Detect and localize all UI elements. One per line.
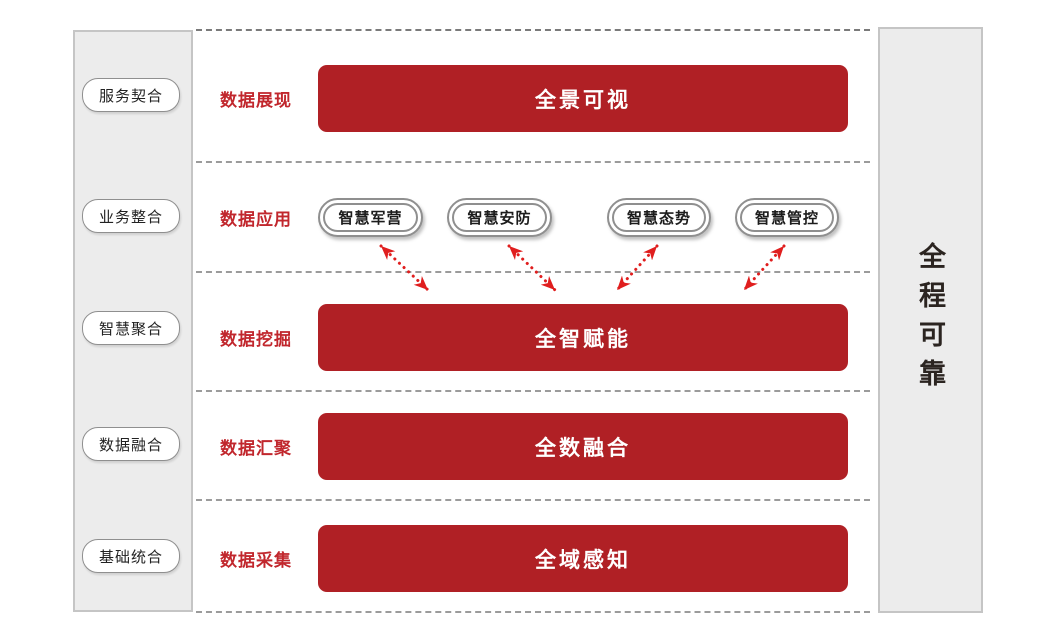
app-pill-label: 智慧管控 <box>740 203 834 232</box>
layer-label: 数据采集 <box>220 550 292 570</box>
right-assurance-panel: 全程可靠 <box>878 27 983 613</box>
app-pill: 智慧军营 <box>318 198 423 237</box>
capability-pill: 业务整合 <box>82 199 180 233</box>
dashed-separator <box>196 499 870 501</box>
arrow-app1-to-bar <box>379 244 430 292</box>
app-pill-label: 智慧军营 <box>323 203 418 232</box>
capability-pill: 数据融合 <box>82 427 180 461</box>
layer-bar: 全景可视 <box>318 65 848 132</box>
vertical-banner-title: 全程可靠 <box>915 242 945 398</box>
app-pill: 智慧管控 <box>735 198 839 237</box>
capability-pill: 服务契合 <box>82 78 180 112</box>
app-pill: 智慧态势 <box>607 198 711 237</box>
layer-label: 数据应用 <box>220 209 292 229</box>
dashed-separator <box>196 390 870 392</box>
layer-bar: 全域感知 <box>318 525 848 592</box>
app-pill-label: 智慧态势 <box>612 203 706 232</box>
dashed-separator <box>196 611 870 613</box>
dashed-separator <box>196 161 870 163</box>
capability-pill: 基础统合 <box>82 539 180 573</box>
layer-bar: 全智赋能 <box>318 304 848 371</box>
arrow-app2-to-bar <box>507 244 557 292</box>
dashed-separator <box>196 271 870 273</box>
layer-label: 数据展现 <box>220 90 292 110</box>
arrow-app4-to-bar <box>742 244 786 292</box>
layer-label: 数据汇聚 <box>220 438 292 458</box>
capability-pill: 智慧聚合 <box>82 311 180 345</box>
arrow-app3-to-bar <box>615 244 659 292</box>
app-pill: 智慧安防 <box>447 198 552 237</box>
layer-label: 数据挖掘 <box>220 329 292 349</box>
app-pill-label: 智慧安防 <box>452 203 547 232</box>
layer-bar: 全数融合 <box>318 413 848 480</box>
dashed-separator <box>196 29 870 31</box>
